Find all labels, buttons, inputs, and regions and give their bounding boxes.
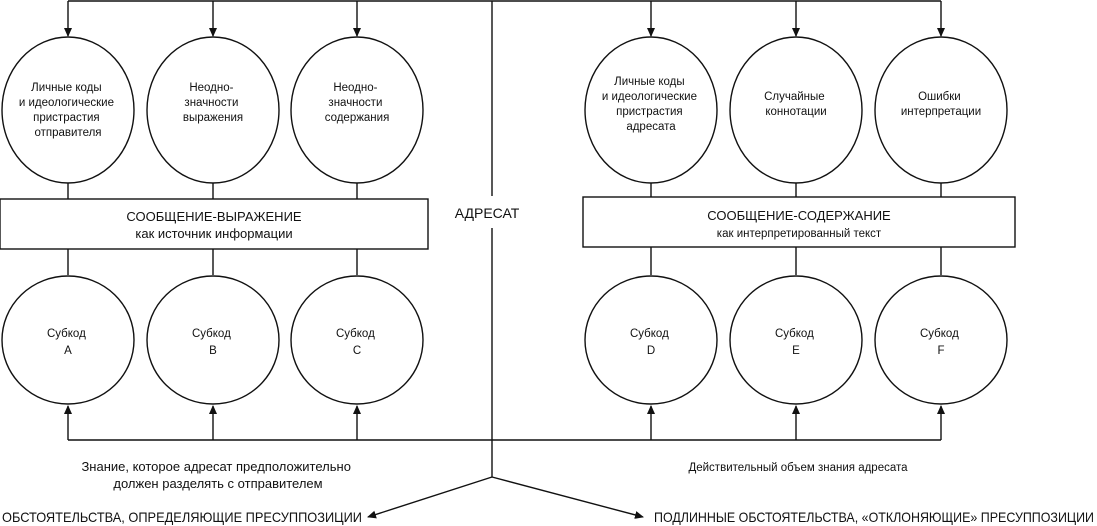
- subcode-c-label: Субкод C: [336, 328, 378, 357]
- presupposition-circumstances-label: ОБСТОЯТЕЛЬСТВА, ОПРЕДЕЛЯЮЩИЕ ПРЕСУППОЗИЦ…: [2, 509, 362, 525]
- subcode-c-circle: [290, 275, 424, 405]
- subcode-a-circle: [1, 275, 135, 405]
- subcode-d-label: Субкод D: [630, 328, 672, 357]
- addressee-label: АДРЕСАТ: [455, 205, 520, 221]
- message-expression-title: СООБЩЕНИЕ-ВЫРАЖЕНИЕ: [126, 209, 302, 224]
- circle-addressee-codes-label: Личные коды и идеологические пристрастия…: [602, 76, 700, 133]
- assumed-knowledge-label: Знание, которое адресат предположительно…: [81, 459, 354, 491]
- arrow-to-bottom-right: [491, 476, 644, 519]
- message-content-title: СООБЩЕНИЕ-СОДЕРЖАНИЕ: [707, 208, 891, 223]
- deviating-circumstances-label: ПОДЛИННЫЕ ОБСТОЯТЕЛЬСТВА, «ОТКЛОНЯЮЩИЕ» …: [654, 509, 1094, 525]
- subcode-e-circle: [729, 275, 863, 405]
- message-expression-box: [0, 198, 429, 250]
- circle-content-ambiguity-label: Неодно- значности содержания: [325, 82, 390, 124]
- subcode-e-label: Субкод E: [775, 328, 817, 357]
- message-content-subtitle: как интерпретированный текст: [717, 228, 882, 240]
- circle-sender-codes-label: Личные коды и идеологические пристрастия…: [19, 82, 117, 139]
- actual-knowledge-label: Действительный объем знания адресата: [688, 462, 908, 474]
- circle-expression-ambiguity: [146, 36, 280, 184]
- subcode-b-circle: [146, 275, 280, 405]
- subcode-a-label: Субкод A: [47, 328, 89, 357]
- message-expression-subtitle: как источник информации: [135, 226, 292, 241]
- subcode-d-circle: [584, 275, 718, 405]
- message-content-box: [582, 196, 1016, 248]
- subcode-f-label: Субкод F: [920, 328, 962, 357]
- circle-expression-ambiguity-label: Неодно- значности выражения: [183, 82, 243, 124]
- circle-content-ambiguity: [290, 36, 424, 184]
- subcode-f-circle: [874, 275, 1008, 405]
- arrow-to-bottom-left: [367, 476, 493, 519]
- subcode-b-label: Субкод B: [192, 328, 234, 357]
- circle-random-connotations-label: Случайные коннотации: [764, 91, 828, 118]
- circle-interpretation-errors-label: Ошибки интерпретации: [901, 91, 981, 118]
- circle-sender-codes: [1, 36, 135, 184]
